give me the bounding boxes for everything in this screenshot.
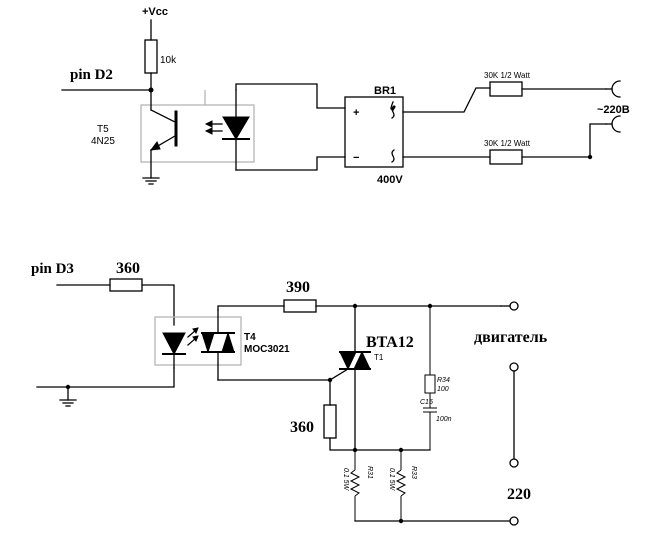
capacitor-value: 100n	[436, 416, 452, 423]
resistor-30k-top-label: 30K 1/2 Watt	[484, 71, 531, 80]
opto-moc3021-part: MOC3021	[244, 344, 290, 355]
snubber-resistor-value: 100	[437, 386, 449, 393]
gate-series-resistor-390	[283, 299, 317, 313]
snubber-resistor-ref: R34	[437, 377, 450, 384]
resistor-30k-bottom	[489, 149, 523, 165]
mains-terminal-top	[611, 80, 621, 98]
mains-terminal-bottom-2	[509, 516, 519, 526]
ground-symbol-top	[142, 177, 160, 185]
led-cathode-wire	[235, 156, 346, 171]
mains-terminal-bottom	[611, 115, 621, 133]
resistor-30k-bottom-label: 30K 1/2 Watt	[484, 139, 531, 148]
pullup-resistor-label: 10k	[160, 55, 177, 66]
opto-4n25-ref: T5	[97, 124, 109, 135]
input-resistor-to-led-wire	[141, 284, 175, 326]
triac-driver-circuit: pin D3 360 T4 MOC3021	[31, 260, 548, 526]
motor-terminal-upper	[509, 362, 519, 372]
opto-moc3021-box	[154, 316, 242, 366]
shunt-bottom-junction	[398, 518, 404, 524]
bridge-minus-label: −	[353, 152, 359, 164]
pin-d3-label: pin D3	[31, 261, 74, 277]
r33-ref: R33	[410, 466, 417, 479]
vcc-label: +Vcc	[142, 6, 168, 18]
triac-bta12-symbol	[329, 305, 371, 451]
ac-wire-bottom-right	[521, 123, 607, 158]
shunt-resistor-r31	[349, 469, 361, 497]
pullup-resistor	[144, 39, 158, 74]
bridge-ac-symbol-top	[390, 101, 396, 111]
motor-terminal-lower	[509, 458, 519, 468]
r33-value: 0.1 5W	[388, 468, 395, 492]
shunt-resistor-r33	[395, 469, 407, 497]
opto-moc3021-triac	[201, 309, 235, 381]
opto-moc3021-led	[162, 327, 199, 369]
mains-label-top: ~220B	[597, 104, 630, 116]
ground-symbol-bottom	[59, 386, 77, 407]
bridge-voltage: 400V	[377, 174, 403, 186]
input-resistor-360-label: 360	[116, 260, 140, 277]
motor-label: двигатель	[474, 329, 548, 346]
opto-moc3021-ref: T4	[244, 332, 256, 343]
zero-cross-circuit: +Vcc 10k pin D2 T5 4N25	[61, 6, 630, 186]
gate-resistor-360	[323, 404, 337, 439]
ac-junction	[587, 154, 593, 160]
opto-led-diode	[222, 89, 250, 171]
bridge-rectifier-box	[344, 96, 404, 168]
ac-wire-top	[402, 87, 491, 113]
phototransistor-symbol	[149, 89, 178, 179]
light-arrows-icon	[204, 120, 223, 135]
led-anode-wire	[235, 83, 346, 109]
opto-4n25-box	[140, 104, 255, 163]
resistor-30k-top	[489, 81, 523, 97]
gate-resistor-bottom-wire	[329, 437, 402, 451]
capacitor-ref: C15	[420, 399, 433, 406]
bridge-ac-glyph-top	[391, 105, 395, 119]
led-to-ground-wire	[36, 367, 175, 388]
motor-terminal-top	[509, 301, 519, 311]
opto-to-390-wire	[217, 305, 285, 311]
gate-resistor-360-label: 360	[290, 419, 314, 436]
mains-label-bottom: 220	[507, 486, 531, 503]
triac-part-label: BTA12	[366, 334, 414, 351]
triac-ref-label: T1	[374, 353, 384, 362]
snubber-resistor-r34	[424, 374, 436, 394]
bridge-ac-glyph-bottom	[391, 149, 395, 163]
pin-d2-label: pin D2	[70, 67, 113, 83]
r31-value: 0.1 5W	[342, 468, 349, 492]
bridge-ref: BR1	[374, 85, 396, 97]
input-resistor-360	[109, 278, 143, 292]
r31-ref: R31	[366, 466, 373, 479]
bridge-plus-label: +	[353, 107, 359, 119]
opto-4n25-part: 4N25	[91, 136, 115, 147]
gate-series-resistor-390-label: 390	[286, 279, 310, 296]
